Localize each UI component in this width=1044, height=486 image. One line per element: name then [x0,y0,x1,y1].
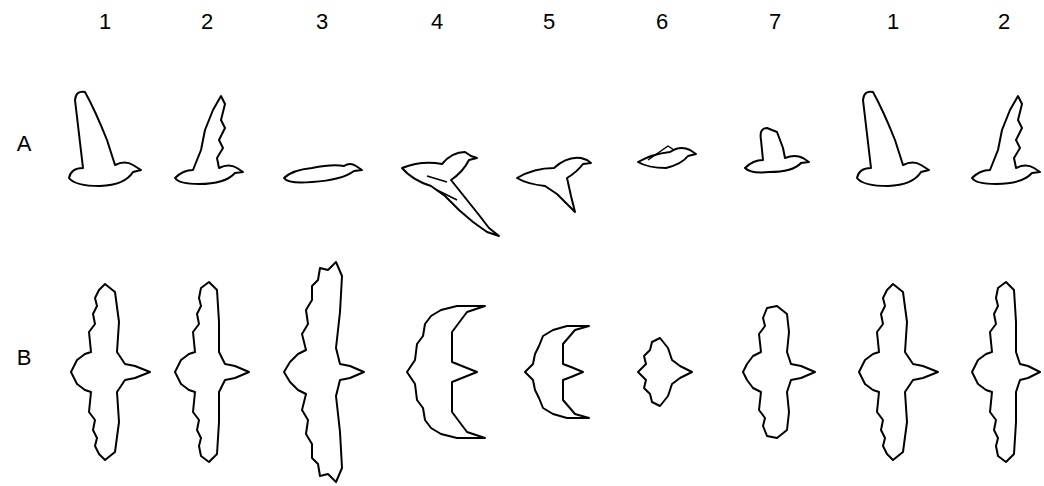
bird-top-view [525,326,589,418]
bird-top-view [972,282,1040,462]
bird-side-view [745,128,809,173]
column-number: 5 [543,11,555,33]
row-label: A [17,133,32,155]
column-number: 1 [887,11,899,33]
bird-top-view [859,284,938,460]
bird-side-view [284,164,362,183]
column-number: 2 [998,11,1010,33]
column-number: 4 [431,11,443,33]
bird-side-view [69,92,141,186]
column-number: 6 [656,11,668,33]
bird-side-view [517,158,591,212]
bird-side-view [857,92,929,186]
bird-top-view [175,282,249,462]
bird-top-view [743,306,815,438]
column-number: 2 [201,11,213,33]
column-number: 7 [769,11,781,33]
bird-top-view [284,262,364,482]
row-label: B [17,347,32,369]
bird-side-view [175,96,243,184]
bird-side-view [972,96,1040,184]
column-number: 1 [99,11,111,33]
column-number: 3 [316,11,328,33]
bird-top-view [407,306,485,438]
bird-side-view [638,146,696,168]
bird-side-view [402,152,499,236]
bird-top-view [71,284,150,460]
bird-top-view [638,338,692,406]
